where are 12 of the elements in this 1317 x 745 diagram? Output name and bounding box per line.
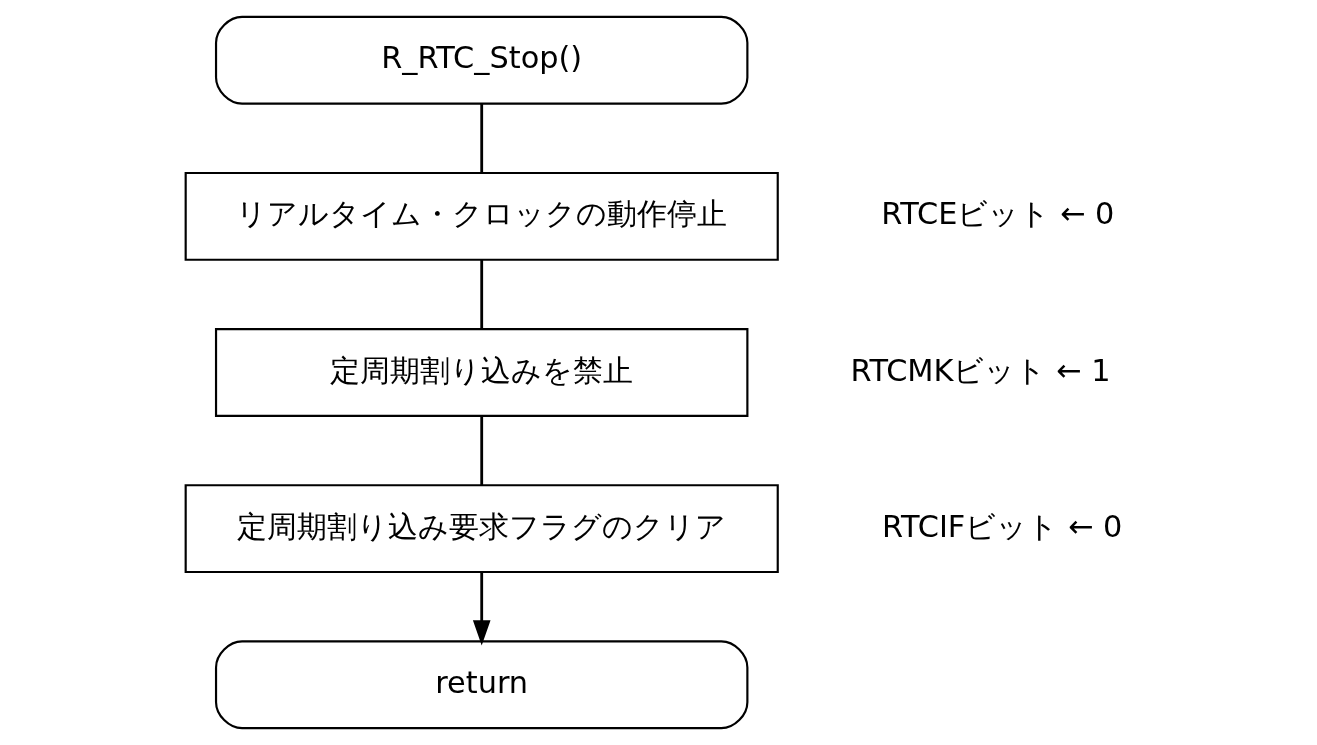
arrow: [472, 572, 491, 646]
connector: [479, 416, 483, 486]
node-label: RTCIFビット ← 0: [881, 508, 1122, 544]
connector: [479, 260, 483, 329]
node-label: RTCEビット ← 0: [880, 196, 1114, 232]
node-label: RTCMKビット ← 1: [850, 352, 1111, 388]
node-box: リアルタイム・クロックの動作停止: [184, 171, 779, 261]
node-box: R_RTC_Stop(): [214, 15, 748, 105]
node-box: 定周期割り込み要求フラグのクリア: [184, 484, 779, 574]
node-box: 定周期割り込みを禁止: [214, 328, 748, 417]
connector: [479, 103, 483, 173]
node-box: return: [214, 640, 748, 730]
